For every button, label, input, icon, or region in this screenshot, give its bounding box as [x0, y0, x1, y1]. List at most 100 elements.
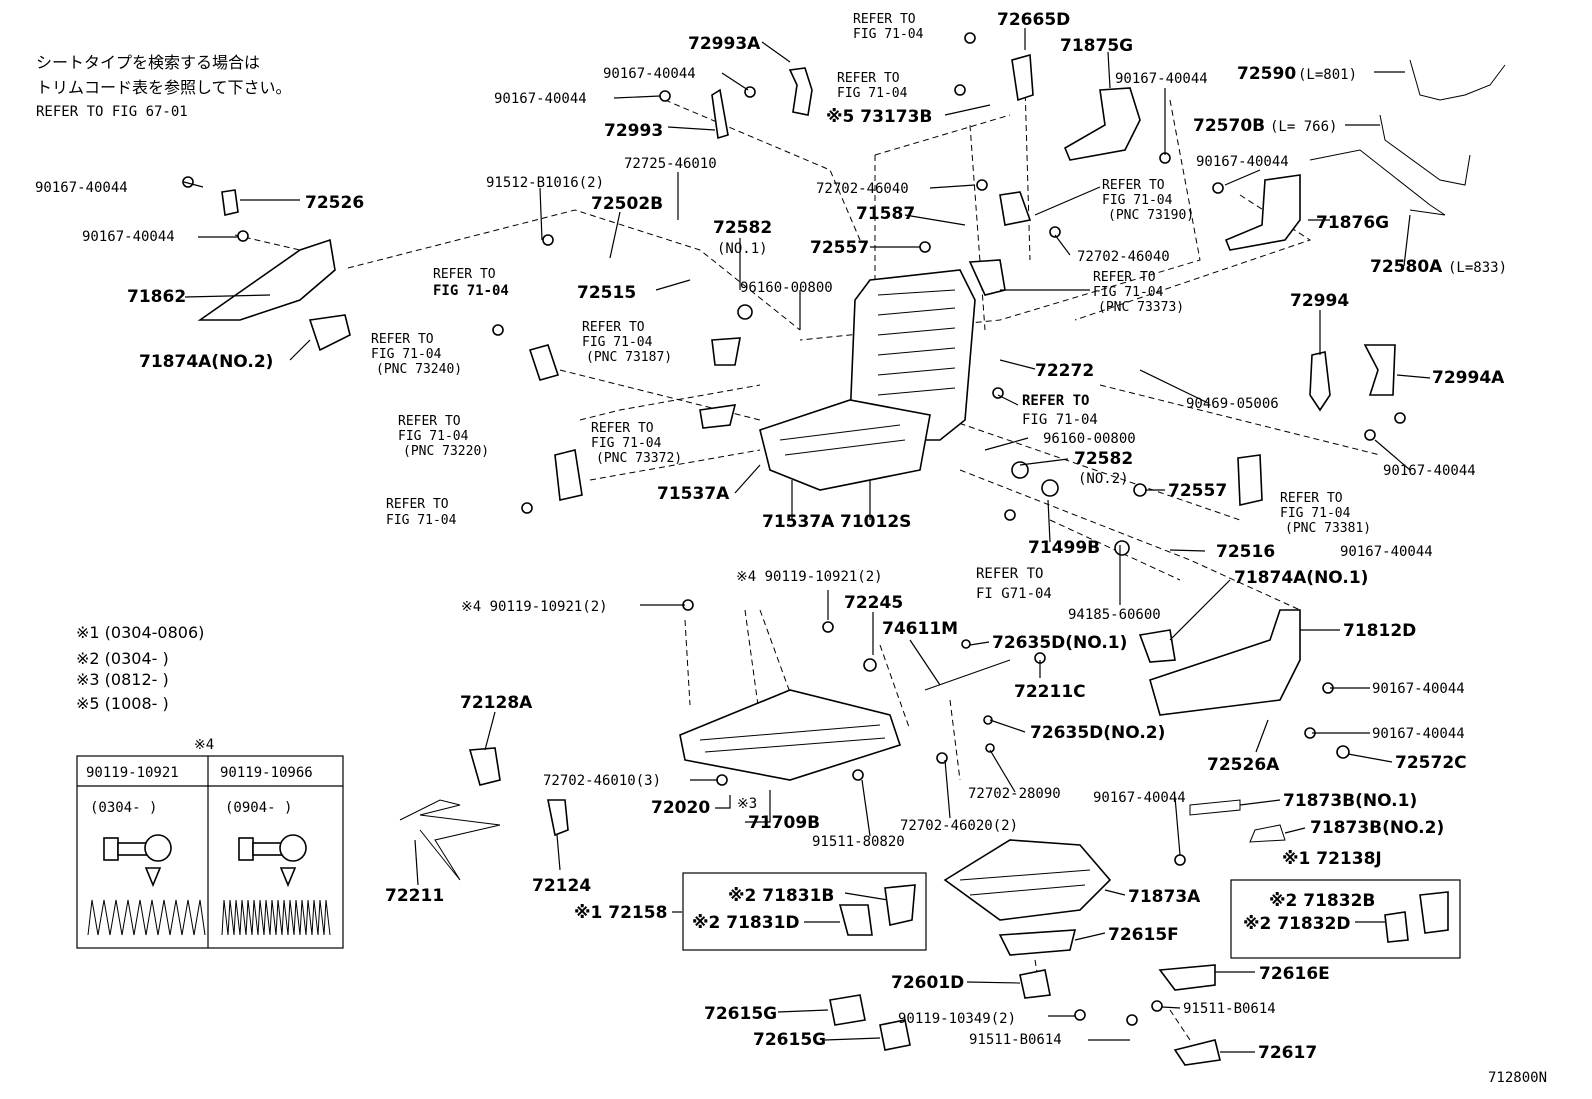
fig-text: FIG 71-04 — [398, 429, 469, 444]
note-jp-line1: シートタイプを検索する場合は — [36, 53, 260, 72]
part-label: 72993 — [604, 121, 663, 141]
part-label: 91511-B0614 — [969, 1032, 1062, 1048]
part-label: 90167-40044 — [494, 91, 587, 107]
table-col1: 90119-10921 — [86, 765, 179, 781]
refer-to-text: REFER TO — [1093, 270, 1156, 285]
part-label: 71875G — [1060, 36, 1133, 56]
refer-to-text: REFER TO — [1102, 178, 1165, 193]
part-label: 72515 — [577, 283, 636, 303]
part-label: 72020 — [651, 798, 710, 818]
fig-text: FIG 71-04 — [371, 347, 442, 362]
part-label: 96160-00800 — [740, 280, 833, 296]
part-label: (L= 766) — [1270, 119, 1337, 135]
part-label: 71873B(NO.1) — [1283, 791, 1417, 811]
part-label: 90167-40044 — [82, 229, 175, 245]
fig-text: FIG 71-04 — [1093, 285, 1164, 300]
part-label: 90167-40044 — [35, 180, 128, 196]
part-label: 72582 — [713, 218, 772, 238]
part-label: 74611M — [882, 619, 958, 639]
part-label: 72702-46040 — [816, 181, 909, 197]
pnc-text: (PNC 73372) — [596, 451, 682, 466]
refer-to-text: REFER TO — [582, 320, 645, 335]
legend-row-1: ※1 (0304-0806) — [76, 623, 204, 642]
legend-row-2: ※2 (0304- ) — [76, 649, 169, 668]
part-label: 72615F — [1108, 925, 1179, 945]
part-label: 71012S — [840, 512, 911, 532]
legend: ※1 (0304-0806) ※2 (0304- ) ※3 (0812- ) ※… — [76, 623, 204, 713]
part-label: 96160-00800 — [1043, 431, 1136, 447]
part-label: 72245 — [844, 593, 903, 613]
part-label: 72580A — [1370, 257, 1443, 277]
pnc-text: (PNC 73187) — [586, 350, 672, 365]
table-title: ※4 — [194, 737, 214, 753]
part-label: 94185-60600 — [1068, 607, 1161, 623]
part-label: 91511-80820 — [812, 834, 905, 850]
part-label: ※5 73173B — [826, 107, 932, 127]
legend-row-3: ※3 (0812- ) — [76, 670, 169, 689]
part-label: 72994A — [1432, 368, 1505, 388]
refer-to-text: REFER TO — [1280, 491, 1343, 506]
table-col2: 90119-10966 — [220, 765, 313, 781]
part-label: ※2 71831B — [728, 886, 834, 906]
part-label: 72526 — [305, 193, 364, 213]
part-label: 71537A — [657, 484, 730, 504]
pnc-text: (PNC 73373) — [1098, 300, 1184, 315]
part-label: ※1 72158 — [574, 903, 667, 923]
part-label: 72665D — [997, 10, 1070, 30]
part-label: ※4 90119-10921(2) — [461, 599, 608, 615]
part-label: 90167-40044 — [603, 66, 696, 82]
part-label: ※2 71832B — [1269, 891, 1375, 911]
part-label: 72702-46040 — [1077, 249, 1170, 265]
part-label: 90167-40044 — [1196, 154, 1289, 170]
part-label: 72557 — [1168, 481, 1227, 501]
fig-text: FIG 71-04 — [591, 436, 662, 451]
fig-text: FIG 71-04 — [1102, 193, 1173, 208]
bolt-table: ※4 90119-10921 90119-10966 (0304- ) (090… — [76, 737, 344, 949]
part-label: 72702-28090 — [968, 786, 1061, 802]
part-label: (NO.2) — [1078, 471, 1129, 487]
part-label: (L=833) — [1448, 260, 1507, 276]
refer-blocks: REFER TO FIG 71-04 REFER TO FIG 71-04 RE… — [371, 12, 1371, 602]
part-label: 72601D — [891, 973, 964, 993]
part-label: 72582 — [1074, 449, 1133, 469]
part-label: 72702-46020(2) — [900, 818, 1018, 834]
part-label: 72616E — [1259, 964, 1330, 984]
part-label: ※2 71832D — [1243, 914, 1351, 934]
part-label: 71862 — [127, 287, 186, 307]
refer-to-text: REFER TO — [591, 421, 654, 436]
note-jp-line2: トリムコード表を参照して下さい。 — [36, 78, 292, 97]
fig-text: FIG 71-04 — [853, 27, 924, 42]
part-label: 90119-10349(2) — [898, 1011, 1016, 1027]
fig-text: FI G71-04 — [976, 586, 1052, 602]
fig-text: FIG 71-04 — [837, 86, 908, 101]
refer-to-text: REFER TO — [386, 497, 449, 512]
part-label: 72725-46010 — [624, 156, 717, 172]
part-label: ※4 90119-10921(2) — [736, 569, 883, 585]
refer-to-text: REFER TO — [1022, 393, 1089, 409]
part-label: 72635D(NO.1) — [992, 633, 1127, 653]
part-label: 72128A — [460, 693, 533, 713]
refer-to-text: REFER TO — [976, 566, 1043, 582]
pnc-text: (PNC 73190) — [1108, 208, 1194, 223]
part-label: 90167-40044 — [1383, 463, 1476, 479]
footer-code: 712800N — [1488, 1070, 1547, 1086]
part-label: 90167-40044 — [1372, 726, 1465, 742]
note-refer: REFER TO FIG 67-01 — [36, 104, 188, 120]
refer-to-text: REFER TO — [853, 12, 916, 27]
part-label: 91512-B1016(2) — [486, 175, 604, 191]
part-label: (NO.1) — [717, 241, 768, 257]
fig-text: FIG 71-04 — [1280, 506, 1351, 521]
part-label: 71812D — [1343, 621, 1416, 641]
refer-to-text: REFER TO — [371, 332, 434, 347]
fig-text: FIG 71-04 — [386, 513, 457, 528]
legend-row-5: ※5 (1008- ) — [76, 694, 169, 713]
bolt-icon — [238, 834, 307, 888]
part-label: 72211C — [1014, 682, 1086, 702]
assembly-boxes — [682, 872, 1461, 959]
part-label: 90469-05006 — [1186, 396, 1279, 412]
part-label: 72516 — [1216, 542, 1275, 562]
part-label: 71499B — [1028, 538, 1100, 558]
part-label: 72211 — [385, 886, 444, 906]
part-shapes — [182, 32, 1506, 1066]
